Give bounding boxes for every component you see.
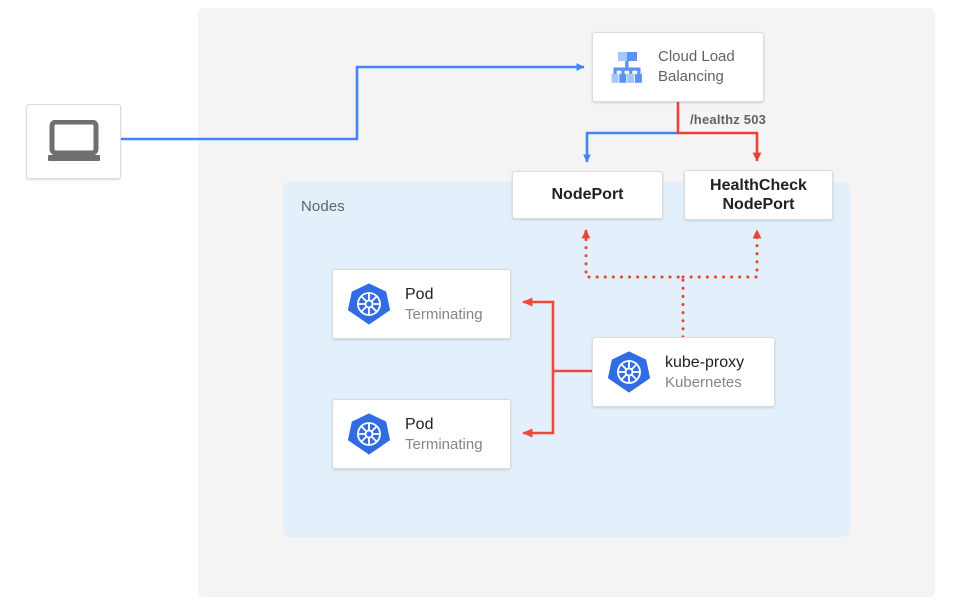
nodeport-card: NodePort: [512, 171, 663, 219]
healthcheck-line-1: HealthCheck: [710, 177, 807, 194]
pod-status: Terminating: [405, 305, 483, 323]
client-card: [26, 104, 121, 179]
healthz-edge-label: /healthz 503: [690, 112, 767, 127]
pod-text: Pod Terminating: [405, 414, 483, 455]
kube-proxy-text: kube-proxy Kubernetes: [665, 352, 744, 393]
nodes-region-label: Nodes: [301, 198, 345, 215]
kubernetes-icon: [347, 283, 391, 325]
cloud-load-balancing-icon: [611, 52, 642, 83]
kubernetes-icon: [607, 351, 651, 393]
healthcheck-nodeport-label: HealthCheck NodePort: [710, 176, 807, 214]
kube-proxy-name: kube-proxy: [665, 353, 745, 371]
pod-name: Pod: [405, 415, 434, 433]
kube-proxy-subtitle: Kubernetes: [665, 373, 742, 391]
pod-status: Terminating: [405, 435, 483, 453]
pod-card: Pod Terminating: [332, 269, 511, 339]
cloud-load-balancing-card: Cloud Load Balancing: [592, 32, 764, 102]
cloud-load-balancing-label: Cloud Load Balancing: [658, 47, 735, 87]
clb-line-2: Balancing: [658, 68, 724, 85]
clb-line-1: Cloud Load: [658, 48, 735, 65]
kube-proxy-card: kube-proxy Kubernetes: [592, 337, 775, 407]
kubernetes-icon: [347, 413, 391, 455]
healthcheck-nodeport-card: HealthCheck NodePort: [684, 170, 833, 220]
pod-card: Pod Terminating: [332, 399, 511, 469]
pod-text: Pod Terminating: [405, 284, 483, 325]
healthcheck-line-2: NodePort: [722, 196, 795, 213]
pod-name: Pod: [405, 285, 434, 303]
nodeport-label: NodePort: [551, 186, 624, 203]
laptop-icon: [47, 119, 100, 161]
